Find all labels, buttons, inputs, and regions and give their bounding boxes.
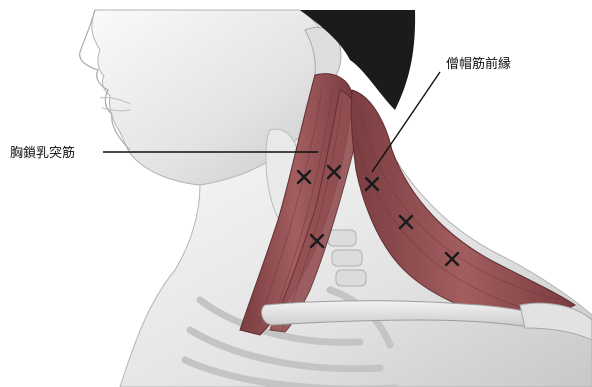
trapezius-label: 僧帽筋前縁 [446,56,511,72]
scm-label: 胸鎖乳突筋 [10,145,75,161]
